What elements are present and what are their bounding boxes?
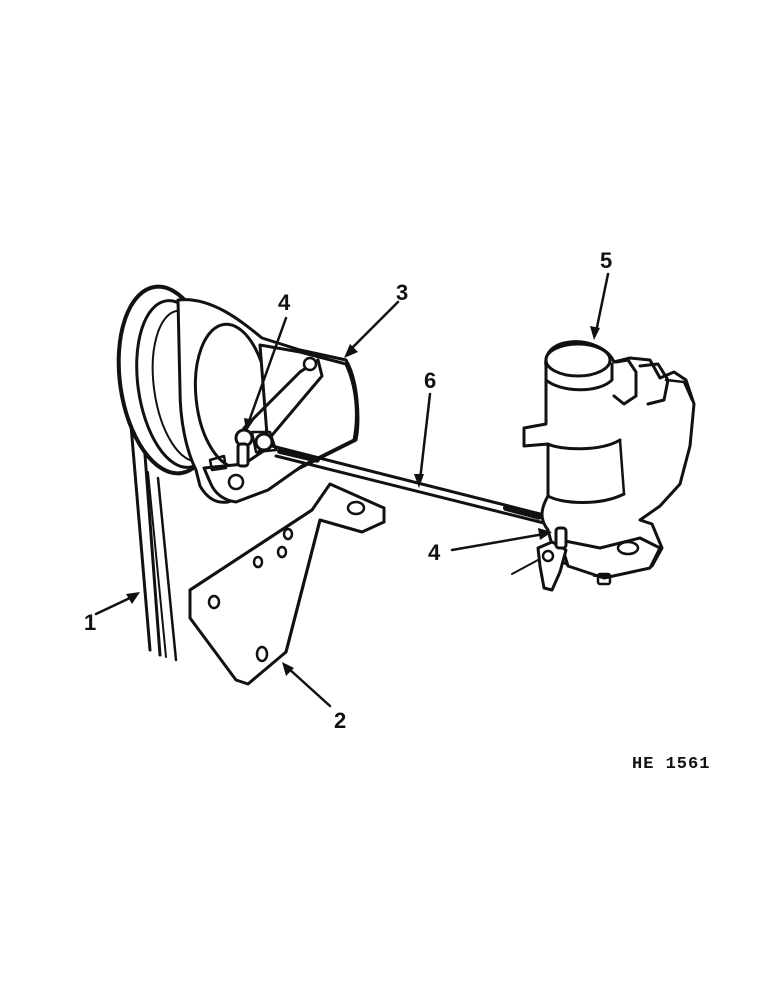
callout-rod: 6 — [424, 368, 436, 393]
callout-belt: 1 — [84, 610, 96, 635]
callout-governor: 3 — [396, 280, 408, 305]
leader-lines — [94, 272, 610, 708]
carburetor-assembly — [511, 340, 696, 592]
callouts: 1 2 3 4 4 5 6 — [84, 248, 612, 733]
governor-assembly — [116, 284, 360, 504]
figure-code: HE 1561 — [632, 755, 710, 774]
callout-bracket: 2 — [334, 708, 346, 733]
callout-ball-joint-lower: 4 — [428, 540, 441, 565]
callout-ball-joint-upper: 4 — [278, 290, 291, 315]
callout-carburetor: 5 — [600, 248, 612, 273]
mounting-bracket — [188, 482, 386, 686]
